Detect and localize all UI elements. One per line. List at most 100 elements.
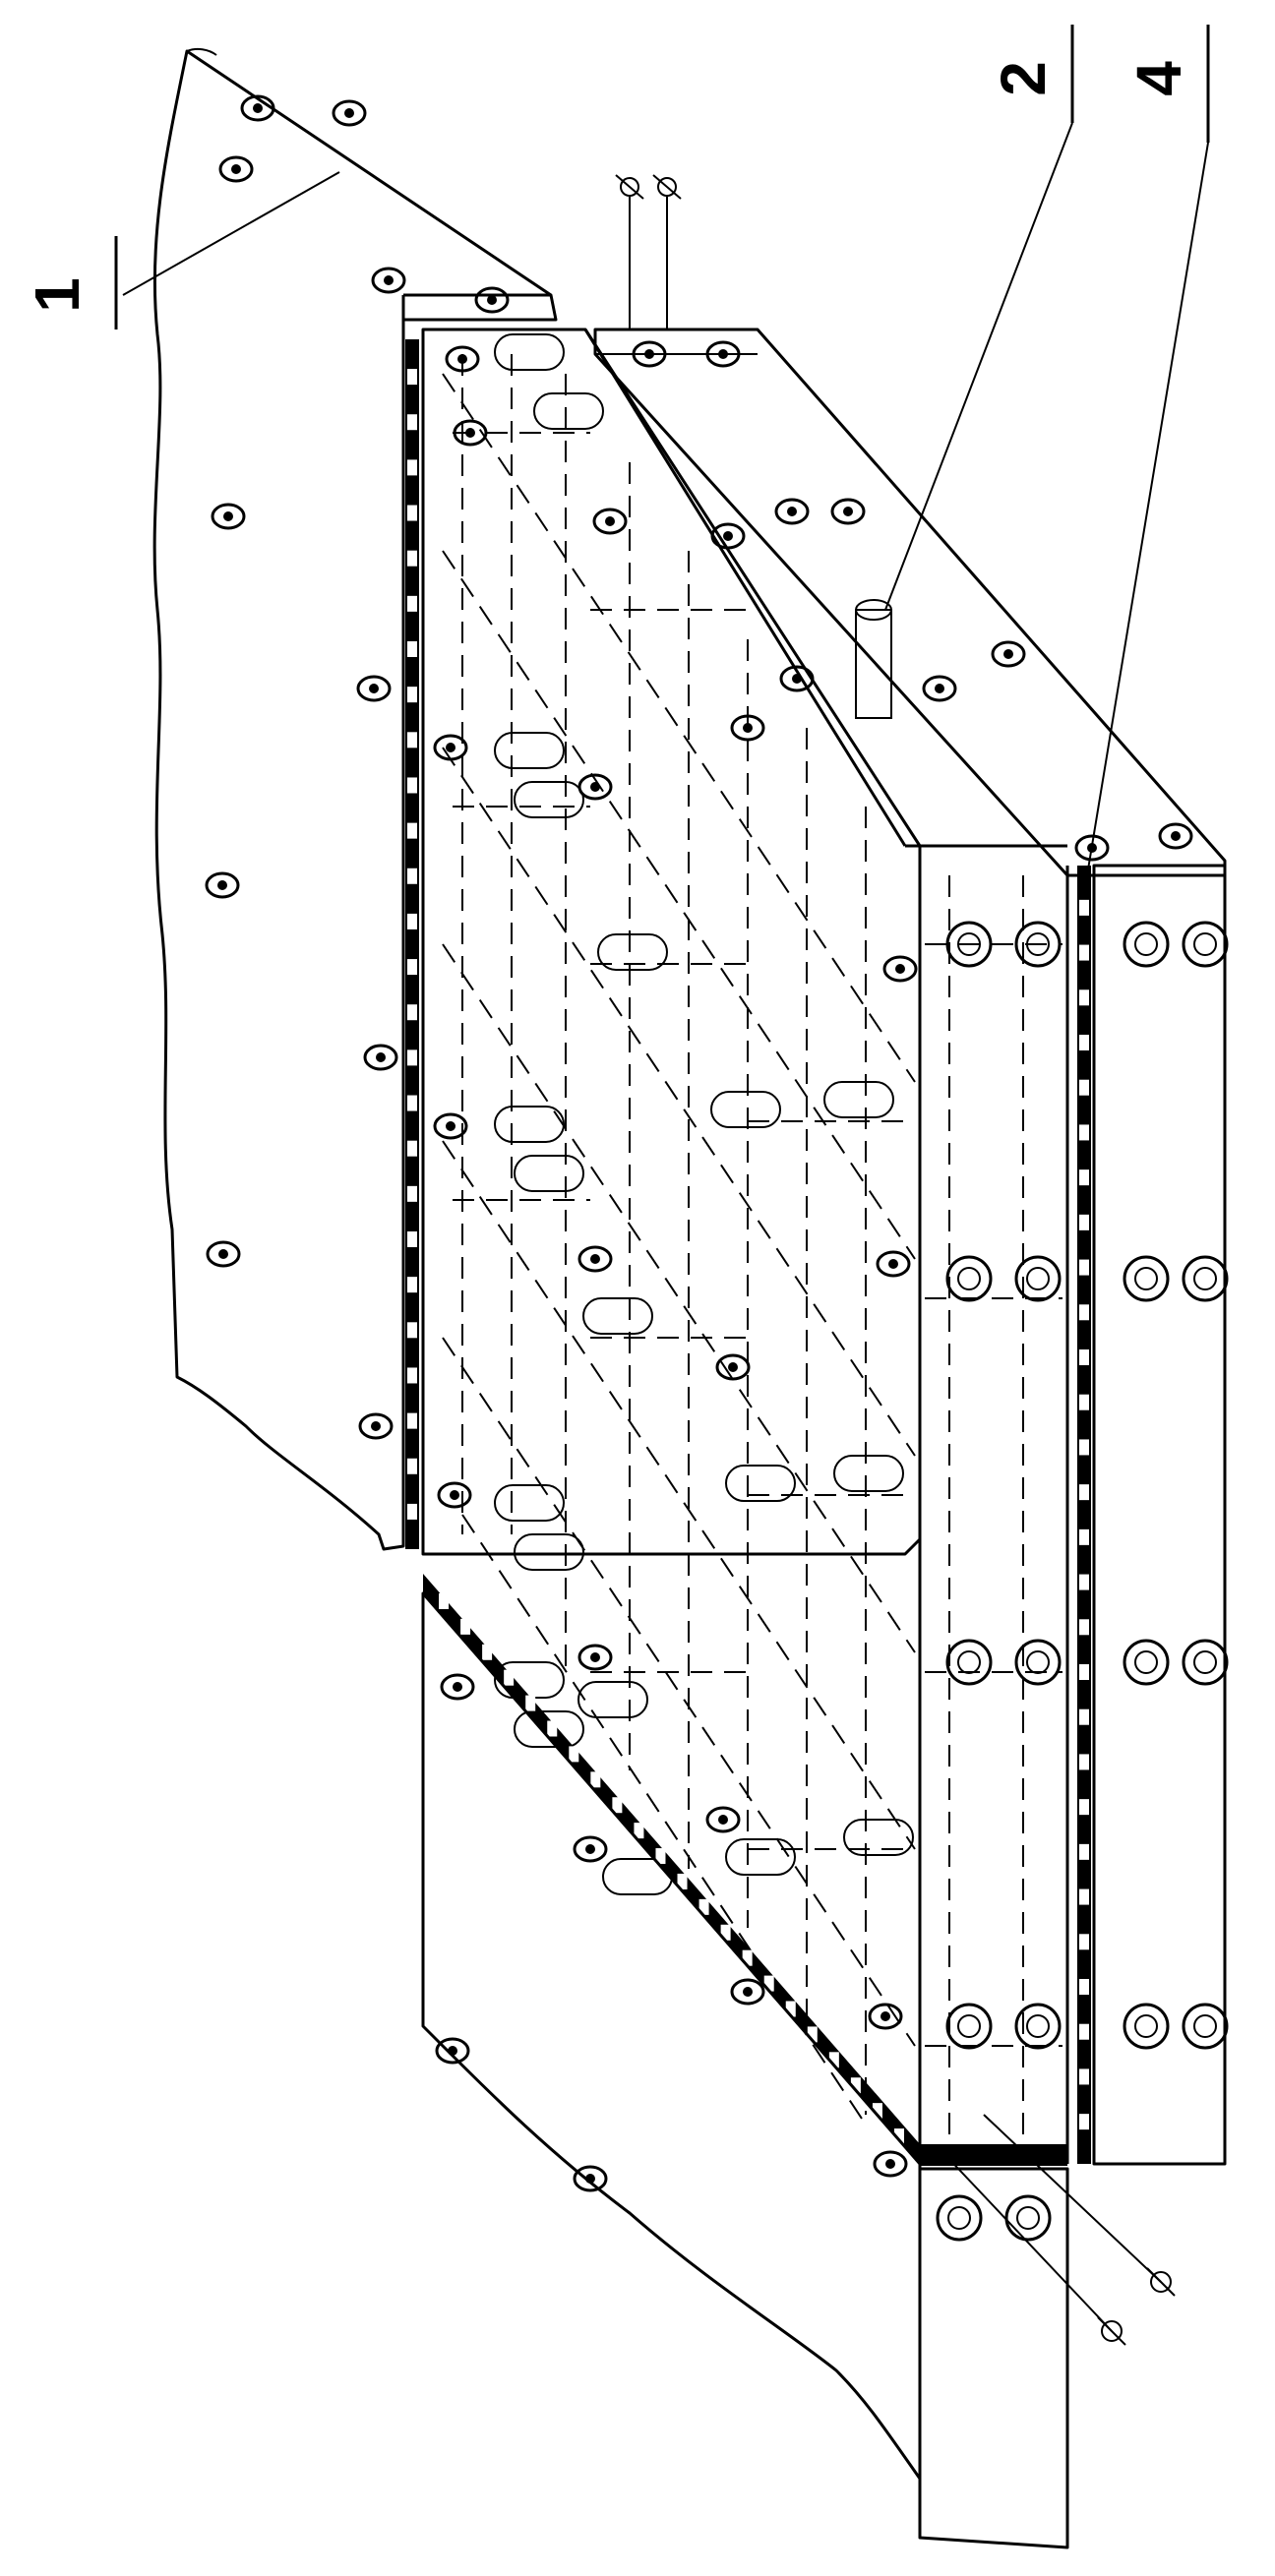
seal-gap xyxy=(1079,1124,1089,1141)
seal-gap xyxy=(720,1924,731,1941)
dowel-slot xyxy=(494,333,565,371)
seal-gap xyxy=(1079,1979,1089,1995)
bolt-center xyxy=(743,723,753,733)
seal-gap xyxy=(407,1004,417,1021)
seal-gap xyxy=(1079,1349,1089,1365)
seal-gap xyxy=(569,1746,579,1763)
bolt-inner-ring xyxy=(1134,1267,1158,1290)
bolt-outer-ring xyxy=(1123,1639,1170,1686)
seal-gap xyxy=(460,1618,471,1635)
bolt-inner-ring xyxy=(1026,1650,1050,1674)
bolt-head xyxy=(715,1353,751,1381)
bolt-inner-ring xyxy=(1193,1267,1217,1290)
bolt-center xyxy=(787,507,797,516)
seal-gap xyxy=(407,913,417,929)
bolt-outer-ring xyxy=(945,1255,993,1302)
bolt-center xyxy=(723,531,733,541)
seal-gap xyxy=(785,2001,796,2017)
bolt-center xyxy=(590,1254,600,1264)
seal-gap xyxy=(407,1185,417,1202)
callout-1: 1 xyxy=(22,171,340,329)
bolt-inner-ring xyxy=(1193,2014,1217,2038)
seal-gap xyxy=(407,959,417,976)
seal-gap xyxy=(698,1898,709,1915)
bolt-head xyxy=(573,1835,608,1863)
seal-gap xyxy=(407,1458,417,1474)
seal-gap xyxy=(612,1797,623,1814)
seal-gap xyxy=(1079,1035,1089,1050)
bolt-outer-ring xyxy=(945,921,993,968)
seal-gap xyxy=(407,1412,417,1429)
seal-gap xyxy=(763,1975,774,1992)
seal-gap xyxy=(677,1873,688,1889)
bolt-center xyxy=(487,295,497,305)
bolt-head xyxy=(730,714,765,742)
seal-gap xyxy=(407,687,417,703)
bolt-outer-ring xyxy=(1014,2003,1062,2050)
bolt-head xyxy=(991,640,1026,668)
dowel-slot xyxy=(533,392,604,430)
dowel-slot xyxy=(577,1681,648,1718)
bolt-center xyxy=(465,428,475,438)
seal-gap xyxy=(1079,1259,1089,1276)
bolt-head xyxy=(211,503,246,530)
dowel-slot xyxy=(514,1155,584,1192)
seal-gap xyxy=(407,505,417,521)
bolt-inner-ring xyxy=(1134,2014,1158,2038)
bolt-outer-ring xyxy=(1182,2003,1229,2050)
seal-gap xyxy=(407,732,417,749)
bolt-inner-ring xyxy=(947,2206,971,2230)
bolt-center xyxy=(644,349,654,359)
seal-gap xyxy=(525,1695,536,1711)
seal-gap xyxy=(893,2128,904,2145)
label-4: 4 xyxy=(1123,61,1194,96)
seal-gap xyxy=(407,822,417,839)
seal-gap xyxy=(1079,989,1089,1006)
bolt-center xyxy=(585,1844,595,1854)
seal-gap xyxy=(504,1669,515,1686)
bolt-center xyxy=(384,275,394,285)
bolt-center xyxy=(450,1490,459,1500)
bolt-inner-ring xyxy=(1026,1267,1050,1290)
bolt-outer-ring xyxy=(1004,2194,1052,2242)
seal-gap xyxy=(828,2052,839,2068)
dowel-slot xyxy=(725,1838,796,1876)
bolt-outer-ring xyxy=(1123,1255,1170,1302)
bolt-inner-ring xyxy=(1016,2206,1040,2230)
seal-gap xyxy=(1079,1079,1089,1096)
bolt-head xyxy=(358,1412,394,1440)
bolt-center xyxy=(585,2174,595,2184)
seal-gap xyxy=(590,1771,601,1788)
bolt-center xyxy=(605,516,615,526)
bolt-head xyxy=(474,286,510,314)
seal-gap xyxy=(1079,2068,1089,2085)
seal-gap xyxy=(407,550,417,567)
right-edge-strip xyxy=(1092,864,1227,2166)
seal-gap xyxy=(407,459,417,476)
bolt-center xyxy=(344,108,354,118)
seal-gap xyxy=(1079,2114,1089,2130)
seal-gap xyxy=(439,1592,450,1609)
seal-gap xyxy=(407,1277,417,1293)
seal-gap xyxy=(407,641,417,657)
bolt-head xyxy=(206,1240,241,1268)
bolt-inner-ring xyxy=(957,1650,981,1674)
seal-gap xyxy=(407,868,417,884)
bolt-heads xyxy=(205,94,1229,2242)
seal-gap xyxy=(1079,1169,1089,1186)
dashed-dowel-channels xyxy=(442,354,1062,2144)
bolt-head xyxy=(577,1245,613,1273)
seal-gap xyxy=(1079,1574,1089,1590)
bolt-head xyxy=(779,665,815,692)
bolt-center xyxy=(888,1259,898,1269)
bolt-center xyxy=(446,1121,455,1131)
bolt-head xyxy=(453,419,488,447)
bolt-outer-ring xyxy=(1014,1639,1062,1686)
bolt-center xyxy=(453,1682,462,1692)
callout-2: 2 xyxy=(884,25,1074,611)
bolt-center xyxy=(935,684,944,693)
bolt-head xyxy=(882,955,918,983)
seal-gap xyxy=(1079,1528,1089,1545)
bolt-head xyxy=(577,1644,613,1671)
bolt-outer-ring xyxy=(1014,1255,1062,1302)
